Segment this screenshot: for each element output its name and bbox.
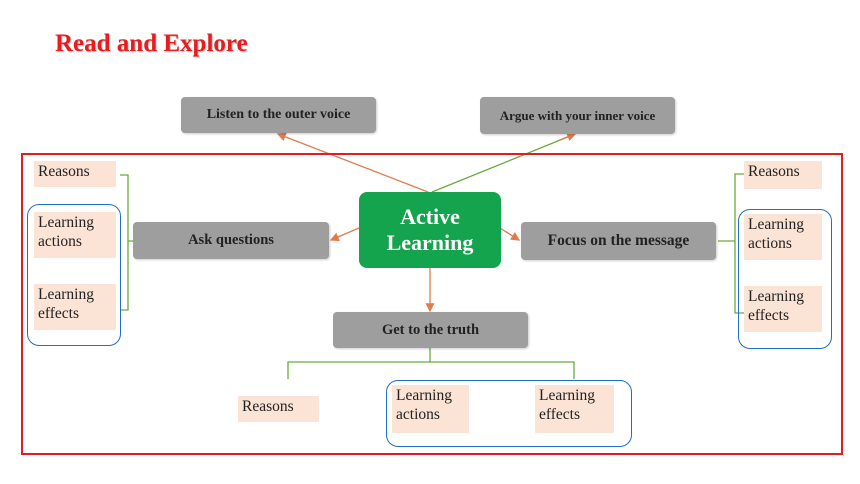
bottom-effects-label: Learning effects [535,385,614,433]
bottom-bracket [287,348,575,379]
line-to-inner-voice [431,133,576,193]
arrow-to-focus-message [499,227,521,241]
node-focus-message: Focus on the message [521,222,716,260]
left-effects-label: Learning effects [34,284,116,330]
node-ask-questions: Ask questions [133,222,329,259]
page-title: Read and Explore [55,30,248,57]
arrow-to-inner-voice-head [559,132,577,142]
arrow-to-outer-voice [276,132,429,193]
node-get-truth: Get to the truth [333,312,528,348]
node-outer-voice: Listen to the outer voice [181,97,376,133]
bottom-reasons-label: Reasons [238,396,319,422]
right-bracket [718,173,744,314]
center-line-2: Learning [386,230,474,255]
left-reasons-label: Reasons [34,161,116,187]
arrow-to-ask-questions [329,227,360,242]
center-node-active-learning: Active Learning [359,192,501,268]
center-line-1: Active [400,203,460,229]
content-frame [21,153,843,455]
bottom-group-outline [386,380,632,447]
left-bracket [120,174,133,311]
right-actions-label: Learning actions [744,214,822,260]
right-reasons-label: Reasons [744,161,822,189]
left-group-outline [27,204,121,346]
right-group-outline [738,209,832,349]
left-actions-label: Learning actions [34,212,116,258]
right-effects-label: Learning effects [744,286,822,332]
node-inner-voice: Argue with your inner voice [480,97,675,134]
bottom-actions-label: Learning actions [392,385,469,433]
